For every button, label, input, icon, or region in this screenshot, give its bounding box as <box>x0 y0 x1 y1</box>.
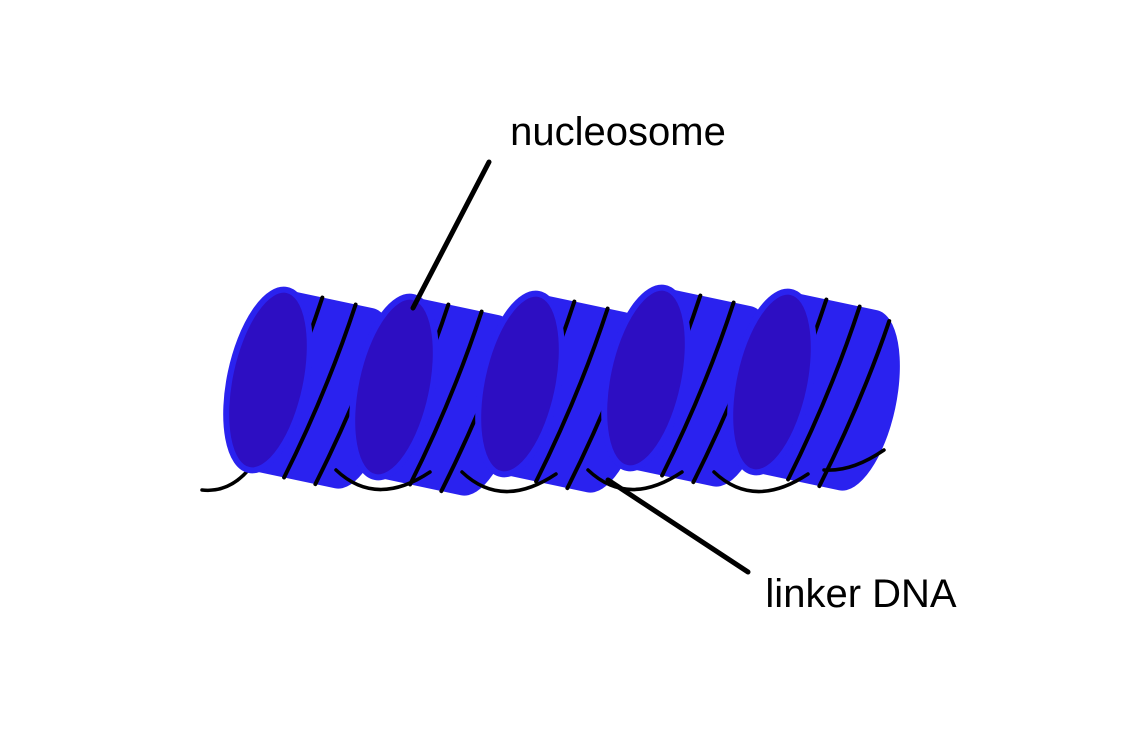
linker-dna-label: linker DNA <box>765 572 956 616</box>
linker-dna-right-tail <box>822 448 886 472</box>
dna-wrap-line <box>817 319 892 489</box>
linker-dna-pointer-line <box>605 477 751 575</box>
dna-wrap-line <box>534 306 610 484</box>
nucleosome-cylinder <box>727 288 900 491</box>
cylinder-cap <box>223 286 313 474</box>
cylinder-cap <box>601 284 691 472</box>
linker-dna-arc <box>712 470 810 494</box>
dna-wrap-line <box>282 302 358 480</box>
linker-dna-arc <box>334 468 432 492</box>
dna-wrap-line <box>786 304 862 482</box>
cylinder-cap <box>349 293 439 481</box>
linker-dna-arc <box>586 468 684 492</box>
cylinder-cap <box>727 288 817 476</box>
linker-dna-arc <box>460 470 558 494</box>
dna-wrap-line <box>408 309 484 487</box>
nucleosome-pointer-line <box>410 159 492 311</box>
nucleosome-label: nucleosome <box>510 110 726 154</box>
cylinder-cap <box>475 290 565 478</box>
dna-wrap-line <box>660 300 736 478</box>
